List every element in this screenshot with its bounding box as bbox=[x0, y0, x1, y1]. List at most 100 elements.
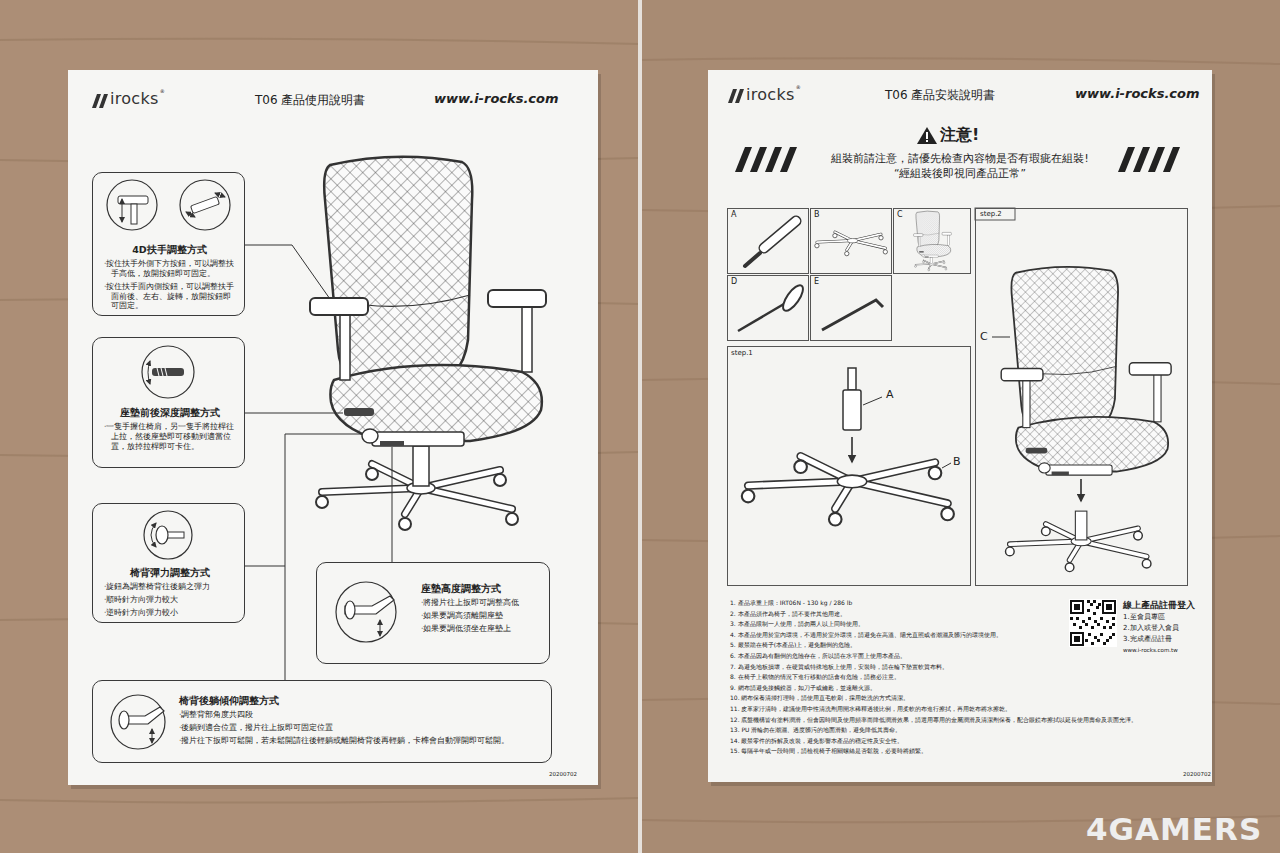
knob-rod bbox=[166, 532, 184, 538]
text-slot: ‧旋鈕為調整椅背往後躺之彈力 bbox=[104, 582, 238, 592]
logo-mark bbox=[99, 94, 108, 108]
sheet-paper bbox=[708, 70, 1212, 782]
callout-text: ‧順時針方向彈力較大 bbox=[104, 595, 238, 605]
note-text: 14. 嚴禁零件的拆解及改裝，避免影響本產品的穩定性及安全性。 bbox=[730, 737, 903, 745]
callout-heading: 椅背後躺傾仰調整方式 bbox=[179, 695, 539, 707]
assembly-arrow bbox=[851, 437, 853, 462]
register-step: 3.完成產品註冊 bbox=[1123, 635, 1172, 644]
text-slot: ® bbox=[796, 84, 801, 91]
text-slot: ‧如果要調高須離開座墊 bbox=[421, 611, 547, 621]
callout-text: ‧旋鈕為調整椅背往後躺之彈力 bbox=[104, 582, 238, 592]
callout-letter: A bbox=[886, 388, 894, 402]
text-slot: ‧按住扶手面內側按鈕，可以調整扶手面前後、左右、旋轉，放開按鈕即可固定。 bbox=[104, 282, 238, 311]
text-slot: 座墊高度調整方式 bbox=[421, 583, 547, 595]
callout-text: ‧調整背部角度共四段 bbox=[179, 710, 545, 720]
t-wrench-handle bbox=[779, 282, 806, 313]
step-panel: step.2 bbox=[975, 208, 1188, 586]
text-slot: 4. 本產品使用於室內環境，不適用於室外環境，請避免在高溫、陽光直照或者潮濕及髒… bbox=[730, 631, 1002, 639]
note-text: 7. 為避免地板損壞，在硬質或特殊地板上使用，安裝時，請在輪下墊置軟質布料。 bbox=[730, 663, 948, 671]
qr-finder bbox=[1070, 600, 1084, 614]
text-slot: ‧按住扶手外側下方按鈕，可以調整扶手高低，放開按鈕即可固定。 bbox=[104, 259, 238, 279]
note-text: 11. 皮革家汙清時，建議使用中性清洗劑用開水稀釋過後比例，用柔軟的布進行擦拭，… bbox=[730, 705, 1011, 713]
text-slot: E bbox=[814, 277, 819, 287]
step-base bbox=[742, 456, 954, 525]
step-chair bbox=[1001, 267, 1171, 475]
part-box: C bbox=[893, 208, 971, 274]
text-slot: ‧將撥片往上扳即可調整高低 bbox=[421, 598, 547, 608]
part-box: E bbox=[810, 275, 892, 341]
instruction-sheet: 4D扶手調整方式‧按住扶手外側下方按鈕，可以調整扶手高低，放開按鈕即可固定。‧按… bbox=[68, 70, 598, 785]
text-slot: 注意! bbox=[940, 125, 979, 146]
text-slot: 20200702 bbox=[1183, 771, 1211, 778]
logo-text: irocks bbox=[110, 89, 159, 110]
logo-text: irocks bbox=[746, 85, 795, 106]
text-slot: 13. PU 滑輪勿在潮濕、過度髒污的地面滑動，避免降低其壽命。 bbox=[730, 726, 901, 734]
lever-spring bbox=[157, 368, 167, 376]
icon-circle bbox=[144, 511, 192, 559]
adjust-arrow bbox=[215, 193, 225, 197]
sheet-title: T06 產品安裝說明書 bbox=[885, 88, 995, 104]
warning-stripe bbox=[750, 147, 767, 172]
text-slot: 1.至會員專區 bbox=[1123, 613, 1165, 622]
adjust-arrow bbox=[152, 729, 153, 743]
gas-lift-part bbox=[764, 221, 796, 248]
leader-line bbox=[285, 566, 286, 680]
callout-box: 座墊高度調整方式 ‧將撥片往上扳即可調整高低 ‧如果要調高須離開座墊 ‧如果要調低須坐… bbox=[316, 562, 550, 664]
callout-box: 4D扶手調整方式‧按住扶手外側下方按鈕，可以調整扶手高低，放開按鈕即可固定。‧按… bbox=[92, 172, 245, 316]
part-letter: B bbox=[814, 210, 820, 220]
gas-lift bbox=[413, 446, 429, 486]
callout-text: ‧將撥片往上扳即可調整高低 bbox=[421, 598, 547, 608]
part-box: B bbox=[810, 208, 892, 274]
text-slot: irocks bbox=[110, 89, 159, 110]
text-slot: A bbox=[731, 210, 736, 220]
callout-heading: 座墊前後深度調整方式 bbox=[93, 407, 246, 419]
wood-tone bbox=[0, 0, 638, 853]
warning-stripe bbox=[1163, 147, 1180, 172]
text-slot: T06 產品安裝說明書 bbox=[885, 88, 995, 104]
leader-line bbox=[392, 447, 393, 562]
warning-stripe bbox=[735, 147, 752, 172]
icon-circle bbox=[336, 582, 396, 642]
logo-mark bbox=[92, 94, 101, 108]
warning-triangle bbox=[917, 127, 937, 144]
leader-line bbox=[863, 397, 882, 405]
text-slot: 11. 皮革家汙清時，建議使用中性清洗劑用開水稀釋過後比例，用柔軟的布進行擦拭，… bbox=[730, 705, 1011, 713]
adjust-arrow bbox=[122, 199, 123, 222]
qr-code bbox=[1069, 599, 1117, 647]
lever-icon bbox=[152, 368, 184, 376]
hex-key bbox=[822, 300, 883, 330]
adjust-arrow bbox=[186, 212, 195, 217]
text-slot: 5. 嚴禁跪在椅子(本產品)上，避免翻倒的危險。 bbox=[730, 641, 856, 649]
sheet-paper bbox=[68, 70, 598, 785]
gas-lift-piston bbox=[848, 368, 856, 390]
note-text: 3. 本產品限制一人使用，請勿兩人以上同時使用。 bbox=[730, 620, 864, 628]
chair-upper bbox=[1001, 267, 1171, 475]
text-slot: B bbox=[814, 210, 820, 220]
icon-circle bbox=[180, 180, 230, 230]
text-slot: 座墊前後深度調整方式 bbox=[93, 407, 246, 419]
text-slot: 14. 嚴禁零件的拆解及改裝，避免影響本產品的穩定性及安全性。 bbox=[730, 737, 903, 745]
text-slot: ‧如果要調低須坐在座墊上 bbox=[421, 624, 547, 634]
watermark: 4GAMERS bbox=[1086, 809, 1262, 849]
text-slot: 2. 本產品須作為椅子，請不要作其他用途。 bbox=[730, 610, 846, 618]
register-title: 線上產品註冊登入 bbox=[1123, 600, 1195, 611]
adjust-arrow bbox=[148, 361, 150, 384]
adjust-arrow bbox=[151, 523, 156, 547]
step-title: step.2 bbox=[980, 210, 1002, 219]
text-slot: 9. 網布請避免接觸銳器，如刀子或鑰匙，並遠離火源。 bbox=[730, 684, 876, 692]
leader-line bbox=[245, 413, 343, 414]
qr-finder bbox=[1074, 604, 1080, 610]
warning-title: 注意! bbox=[940, 125, 979, 146]
text-slot: www.i-rocks.com bbox=[434, 91, 559, 108]
sheet-title: T06 產品使用說明書 bbox=[255, 93, 365, 109]
callout-heading: 座墊高度調整方式 bbox=[421, 583, 547, 595]
text-slot: D bbox=[731, 277, 737, 287]
qr-modules bbox=[1070, 600, 1115, 645]
text-slot: 7. 為避免地板損壞，在硬質或特殊地板上使用，安裝時，請在輪下墊置軟質布料。 bbox=[730, 663, 948, 671]
armrest-icon bbox=[131, 204, 137, 224]
logo-mark-text: ® bbox=[796, 84, 801, 91]
note-text: 12. 底盤機構皆有塗料潤滑，但會因時間及使用頻率而降低潤滑效果，請選用專用的金… bbox=[730, 716, 1137, 724]
note-text: 15. 每隔半年或一段時間，請檢視椅子相關螺絲是否鬆脫，必要時將鎖緊。 bbox=[730, 747, 927, 755]
